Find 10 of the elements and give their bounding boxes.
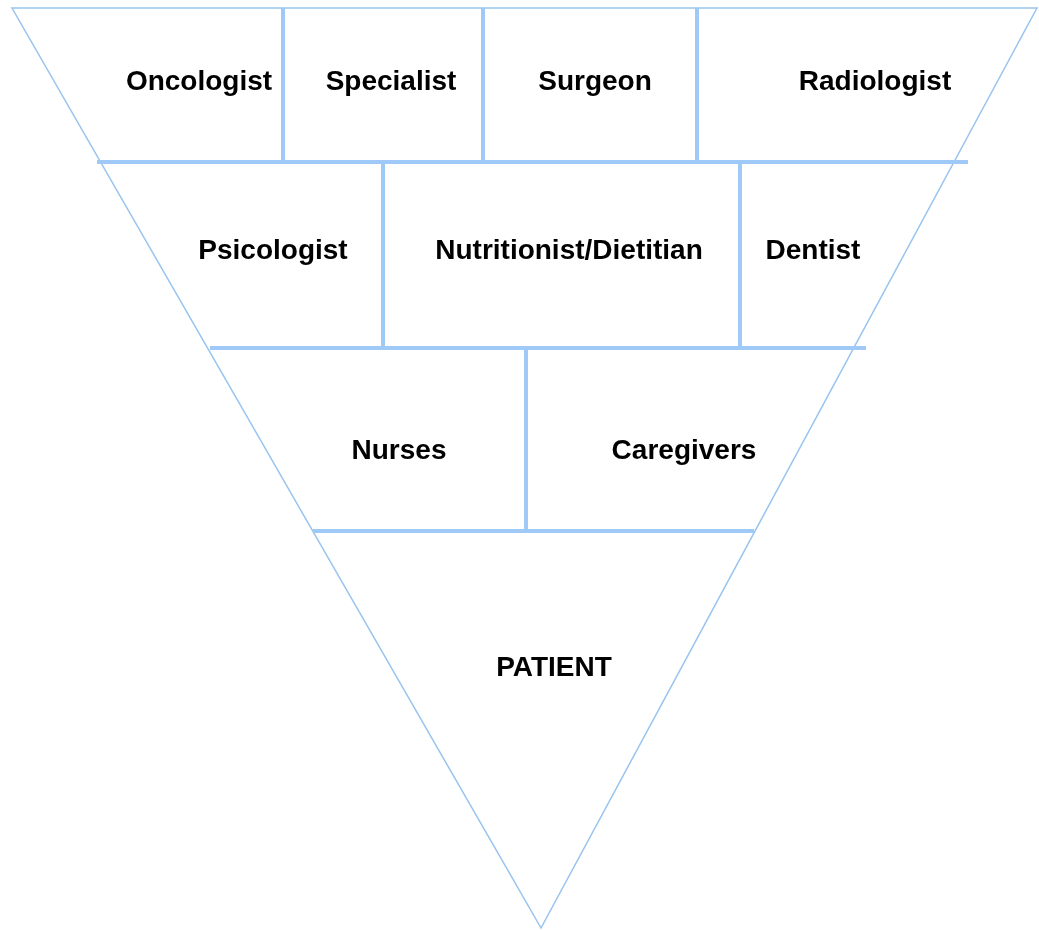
segment-label: Surgeon: [538, 67, 652, 95]
segment-label: PATIENT: [496, 653, 612, 681]
segment-label: Radiologist: [798, 67, 952, 95]
segment-label: Nurses: [351, 436, 447, 464]
segment-label: Caregivers: [611, 436, 757, 464]
segment-label: Oncologist: [125, 67, 273, 95]
segment-label: Specialist: [325, 67, 457, 95]
segment-label: Psicologist: [198, 236, 348, 264]
segment-label: Nutritionist/Dietitian: [435, 236, 703, 264]
segment-label: Dentist: [765, 236, 861, 264]
